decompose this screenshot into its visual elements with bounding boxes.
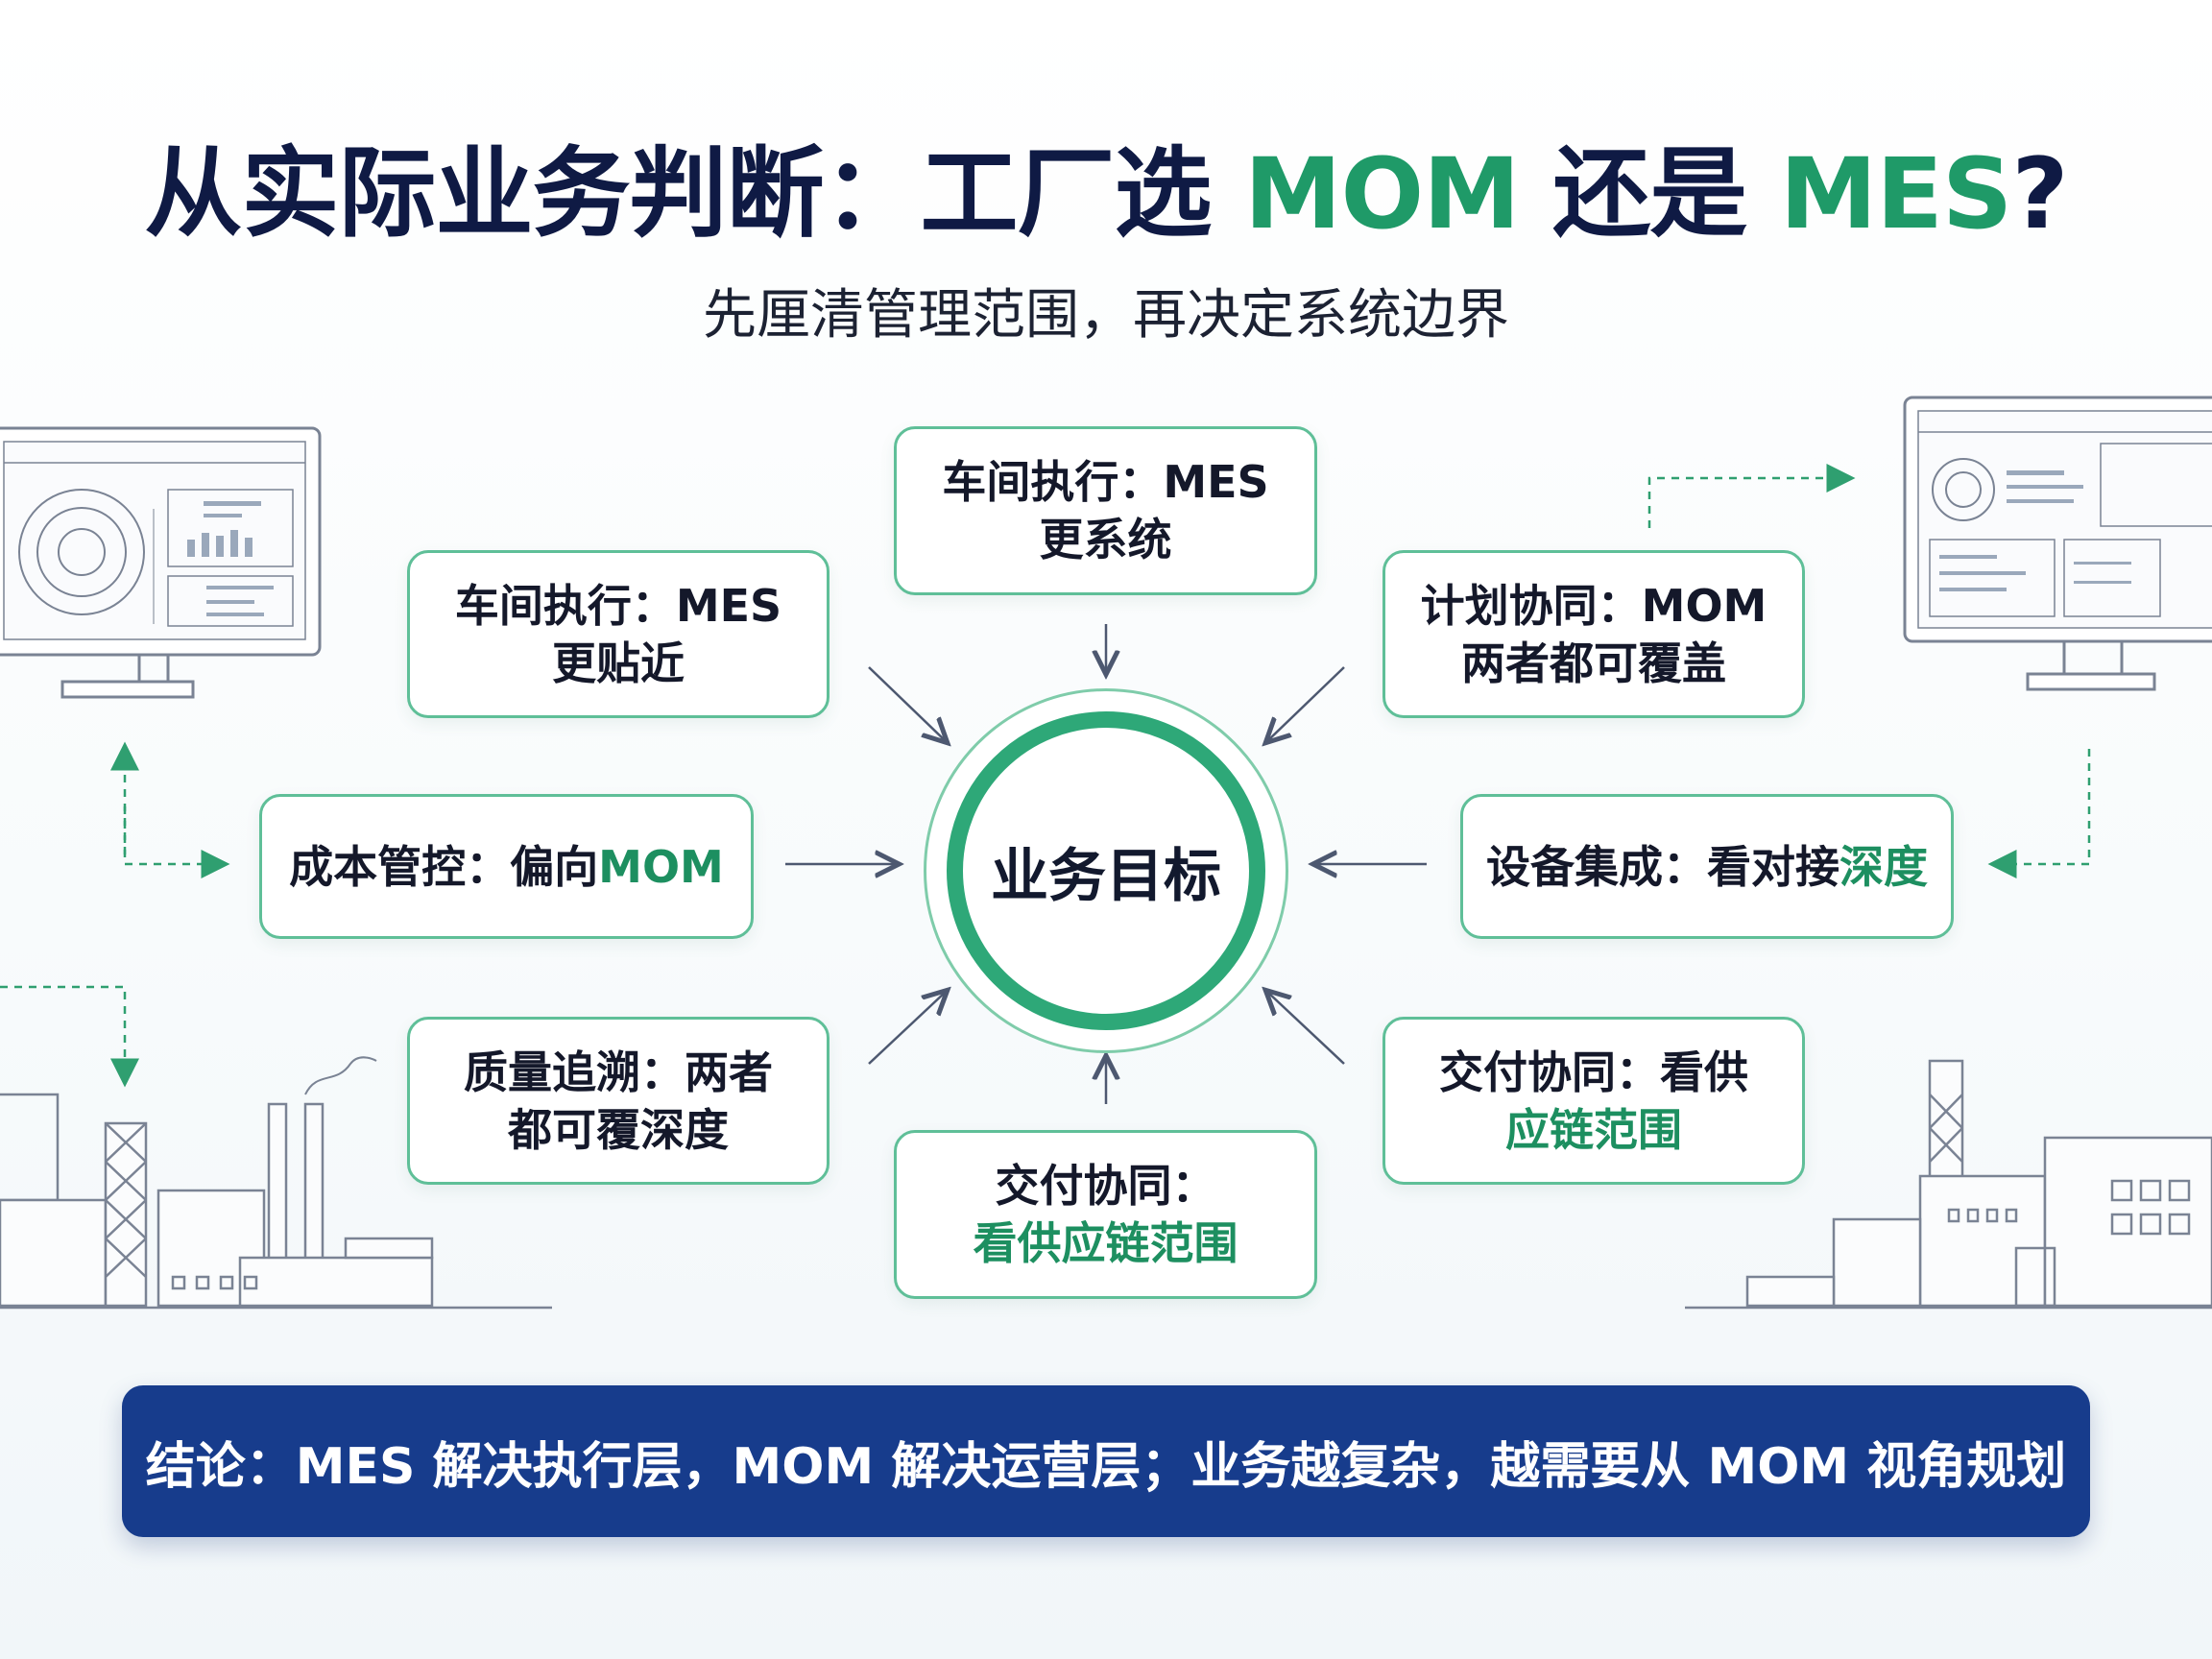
card-upper-right: 计划协同：MOM 两者都可覆盖 [1382, 550, 1805, 718]
card-right: 设备集成：看对接深度 [1460, 794, 1954, 939]
page-subtitle: 先厘清管理范围，再决定系统边界 [703, 284, 1509, 347]
left-factory-icon [0, 1056, 552, 1310]
card-lower-right: 交付协同：看供 应链范围 [1382, 1017, 1805, 1185]
page-title: 从实际业务判断：工厂选 MOM 还是 MES? [144, 137, 2068, 252]
title-mom-highlight: MOM [1243, 137, 1521, 252]
right-factory-icon [1685, 1059, 2212, 1310]
connector-arrows [785, 624, 1427, 1104]
title-mes-highlight: MES [1779, 137, 2013, 252]
center-goal: 业务目标 [947, 711, 1265, 1030]
card-bottom: 交付协同： 看供应链范围 [894, 1130, 1317, 1299]
card-upper-left: 车间执行：MES 更贴近 [407, 550, 830, 718]
right-monitor-icon [1903, 396, 2212, 691]
card-top: 车间执行：MES 更系统 [894, 426, 1317, 595]
card-lower-left: 质量追溯：两者 都可覆深度 [407, 1017, 830, 1185]
left-monitor-icon [0, 426, 322, 699]
card-left: 成本管控：偏向 MOM [259, 794, 754, 939]
conclusion-banner: 结论：MES 解决执行层，MOM 解决运营层；业务越复杂，越需要从 MOM 视角… [122, 1385, 2090, 1537]
